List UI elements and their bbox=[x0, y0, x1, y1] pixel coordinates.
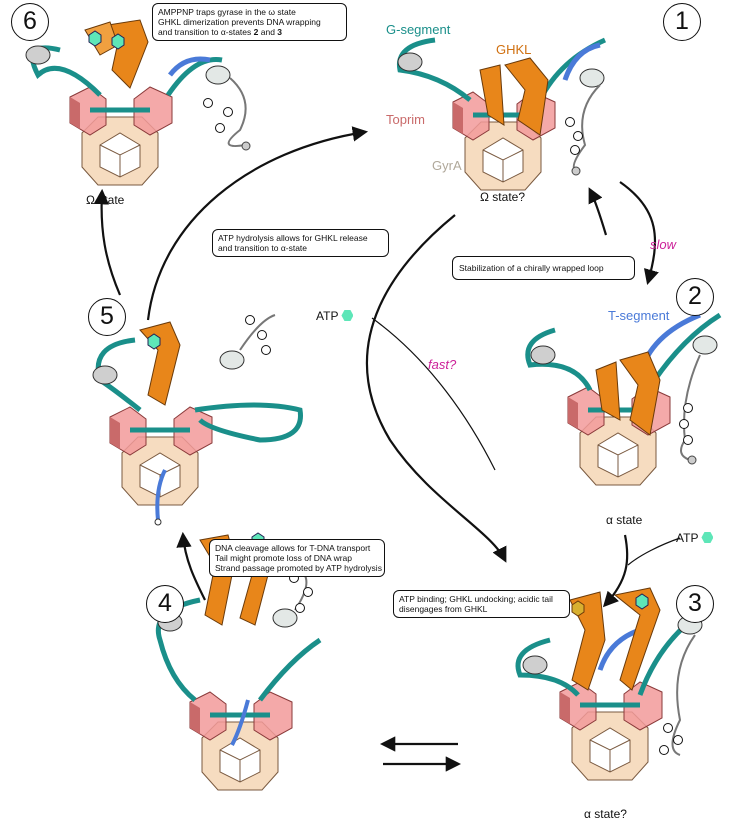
structure-state-1 bbox=[396, 37, 607, 190]
rate-label-slow: slow bbox=[650, 237, 677, 252]
cycle-arrows bbox=[93, 126, 681, 772]
t-segment-label: T-segment bbox=[608, 308, 670, 323]
arrow-1-to-3 bbox=[365, 214, 507, 563]
toprim-label: Toprim bbox=[386, 112, 426, 127]
structure-state-6 bbox=[25, 19, 251, 185]
caption-line: ATP binding; GHKL undocking; acidic tail bbox=[399, 594, 553, 604]
caption-binding: ATP binding; GHKL undocking; acidic tail… bbox=[393, 590, 570, 618]
state-ref-3: 3 bbox=[277, 27, 283, 37]
state-number-5: 5 bbox=[88, 298, 126, 336]
caption-fragment: and transition to α-states bbox=[158, 27, 254, 37]
state-number-3: 3 bbox=[676, 585, 714, 623]
state-label-alpha-question: α state? bbox=[584, 807, 627, 821]
caption-line: disengages from GHKL bbox=[399, 604, 488, 614]
arrow-atp-to-3 bbox=[627, 537, 681, 566]
arrow-atp-fast bbox=[371, 317, 496, 471]
arrow-5-to-6 bbox=[93, 188, 122, 296]
caption-line: GHKL dimerization prevents DNA wrapping bbox=[158, 17, 321, 27]
state-label-omega: Ω state bbox=[86, 193, 125, 207]
atp-label-fast: ATP bbox=[316, 309, 354, 323]
acidic-tail-charges bbox=[203, 98, 693, 755]
caption-line: ATP hydrolysis allows for GHKL release bbox=[218, 233, 368, 243]
caption-line: DNA cleavage allows for T-DNA transport bbox=[215, 543, 371, 553]
arrow-4-to-5 bbox=[176, 531, 206, 601]
state-ref-2: 2 bbox=[253, 27, 259, 37]
caption-line: Tail might promote loss of DNA wrap bbox=[215, 553, 352, 563]
atp-label-state2: ATP bbox=[676, 531, 714, 545]
state-label-omega-question: Ω state? bbox=[480, 190, 525, 204]
atp-text: ATP bbox=[316, 309, 339, 323]
arrow-6-to-1 bbox=[146, 126, 369, 321]
caption-hydrolysis: ATP hydrolysis allows for GHKL release a… bbox=[212, 229, 389, 257]
caption-stabilization: Stabilization of a chirally wrapped loop bbox=[452, 256, 635, 280]
state-label-alpha: α state bbox=[606, 513, 643, 527]
state-number-1: 1 bbox=[663, 3, 701, 41]
structure-state-3 bbox=[515, 587, 707, 780]
atp-icon-state6 bbox=[88, 30, 125, 50]
g-segment-label: G-segment bbox=[386, 22, 451, 37]
arrow-2-to-1 bbox=[588, 187, 608, 236]
caption-cleavage: DNA cleavage allows for T-DNA transport … bbox=[209, 539, 385, 577]
structure-state-2 bbox=[525, 312, 722, 485]
caption-amppnp: AMPPNP traps gyrase in the ω state GHKL … bbox=[152, 3, 347, 41]
atp-text: ATP bbox=[676, 531, 699, 545]
atp-hexagon-icon bbox=[341, 310, 354, 321]
atp-hexagon-icon bbox=[701, 532, 714, 543]
state-number-2: 2 bbox=[676, 278, 714, 316]
caption-fragment: and bbox=[258, 27, 278, 37]
gyra-label: GyrA bbox=[432, 158, 462, 173]
arrow-2-to-3 bbox=[602, 534, 629, 608]
rate-label-fast: fast? bbox=[428, 357, 457, 372]
caption-line: and transition to α-state bbox=[218, 243, 308, 253]
caption-line: Stabilization of a chirally wrapped loop bbox=[459, 263, 604, 273]
caption-line: Strand passage promoted by ATP hydrolysi… bbox=[215, 563, 382, 573]
arrow-1-to-2 bbox=[619, 181, 659, 285]
state-number-4: 4 bbox=[146, 585, 184, 623]
caption-line: AMPPNP traps gyrase in the ω state bbox=[158, 7, 296, 17]
caption-line: and transition to α-states 2 and 3 bbox=[158, 27, 341, 37]
state-number-6: 6 bbox=[11, 3, 49, 41]
structure-state-5 bbox=[92, 314, 303, 526]
ghkl-label: GHKL bbox=[496, 42, 532, 57]
